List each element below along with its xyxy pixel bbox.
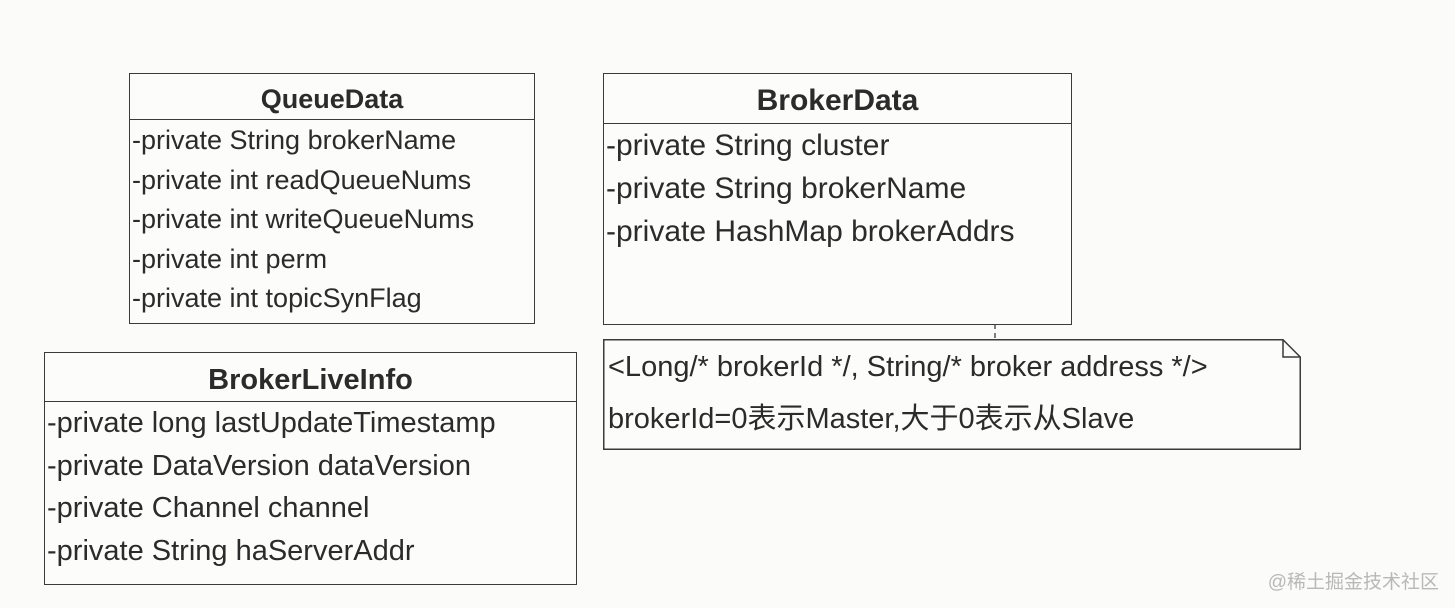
attribute-list: -private String brokerName -private int …	[130, 120, 534, 318]
attribute: -private int perm	[132, 243, 328, 274]
note-shape	[603, 339, 1301, 450]
attribute: -private String brokerName	[132, 125, 457, 155]
class-queue-data: QueueData -private String brokerName -pr…	[129, 73, 535, 324]
attribute: -private int readQueueNums	[132, 164, 472, 195]
attribute: -private Channel channel	[47, 492, 370, 524]
attribute: -private int writeQueueNums	[132, 204, 475, 234]
attribute: -private int topicSynFlag	[132, 283, 422, 313]
note-line: <Long/* brokerId */, String/* broker add…	[608, 351, 1208, 383]
class-title-queue-data: QueueData	[130, 74, 534, 120]
uml-note: <Long/* brokerId */, String/* broker add…	[603, 339, 1301, 450]
class-title-broker-live-info: BrokerLiveInfo	[45, 353, 576, 402]
note-line: brokerId=0表示Master,大于0表示从Slave	[608, 403, 1135, 435]
attribute: -private String brokerName	[606, 172, 967, 205]
attribute: -private long lastUpdateTimestamp	[47, 407, 496, 439]
class-broker-live-info: BrokerLiveInfo -private long lastUpdateT…	[44, 352, 577, 585]
attribute-list: -private long lastUpdateTimestamp -priva…	[45, 402, 576, 572]
attribute: -private String haServerAddr	[47, 534, 415, 567]
watermark: @稀土掘金技术社区	[1267, 572, 1439, 593]
attribute: -private HashMap brokerAddrs	[606, 215, 1015, 248]
attribute-list: -private String cluster -private String …	[604, 124, 1071, 253]
attribute: -private String cluster	[606, 129, 890, 162]
class-broker-data: BrokerData -private String cluster -priv…	[603, 73, 1072, 325]
class-title-broker-data: BrokerData	[604, 74, 1071, 124]
attribute: -private DataVersion dataVersion	[47, 449, 471, 482]
